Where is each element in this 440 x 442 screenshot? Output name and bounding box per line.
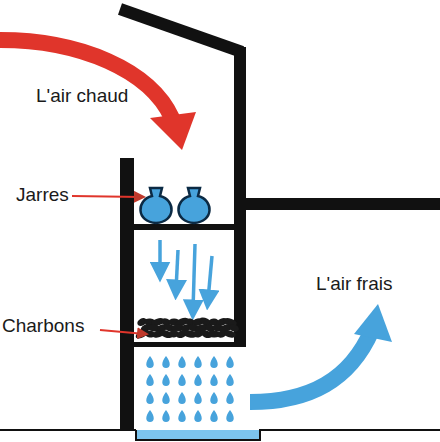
part-label: Jarres [16,185,69,206]
water-drop [162,356,170,368]
falling-water [160,240,212,310]
tower-wall [234,47,246,347]
water-drop [226,410,234,422]
water-drop [146,374,154,386]
water-drop [162,374,170,386]
jars [140,188,209,223]
water-drop [146,356,154,368]
water-drop [162,392,170,404]
water-drop [226,374,234,386]
hot-air-arrow [0,40,172,118]
cool-air-arrowhead [354,304,392,342]
cool-air-arrow [250,330,372,402]
chamber-top [134,342,238,347]
water-drop [210,374,218,386]
water-drop [178,356,186,368]
hot-air-arrowhead [150,112,196,150]
water-drop [210,410,218,422]
water-drop [178,374,186,386]
water-drop [178,392,186,404]
water-drop [226,392,234,404]
water-drop [210,392,218,404]
ground [0,430,440,440]
water-drop [194,374,202,386]
charcoal-piece [223,329,237,339]
water-drop [194,392,202,404]
shelf [134,224,238,230]
water-drop [194,356,202,368]
water-drop [146,392,154,404]
water-drops [146,356,234,422]
water-drop [162,410,170,422]
water-drop [226,356,234,368]
part-label: Charbons [2,316,84,337]
roof [120,9,242,52]
water-drop [146,410,154,422]
leader-line [72,196,142,197]
air-label: L'air chaud [36,86,128,107]
water-drop [194,410,202,422]
leader-line [100,330,145,334]
charcoal-layer [134,316,240,341]
roof-bar [246,198,440,210]
left-wall [120,158,134,430]
water-drop [210,356,218,368]
water-drop [178,410,186,422]
air-label: L'air frais [316,274,392,295]
